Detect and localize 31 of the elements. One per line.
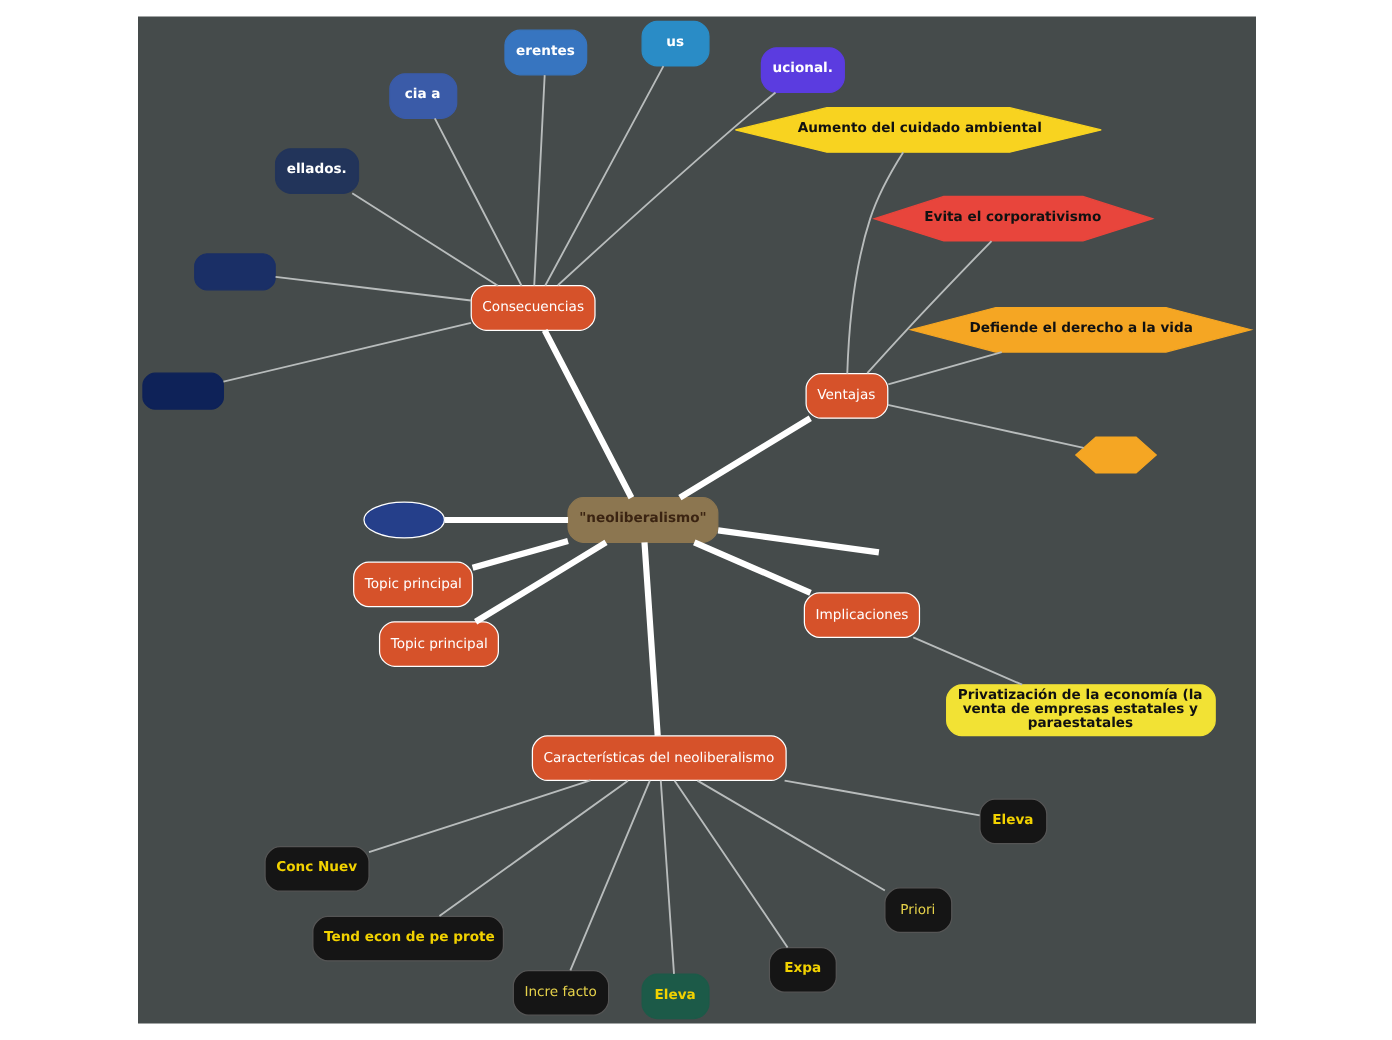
connector: [543, 65, 664, 287]
node-box: [141, 372, 223, 410]
connector: [886, 351, 1002, 386]
connector: [692, 539, 811, 596]
connector: [865, 240, 992, 375]
connector: [677, 415, 811, 501]
connector: [350, 192, 498, 287]
connector: [640, 542, 660, 736]
node-hexagon: [1073, 436, 1157, 474]
connector: [911, 636, 1023, 686]
connector: [437, 779, 628, 917]
connector: [443, 516, 568, 524]
node-ellipse: [362, 501, 445, 539]
connector: [555, 91, 776, 287]
connector: [885, 404, 1084, 449]
connector: [432, 117, 522, 287]
connector: [782, 779, 980, 817]
connector: [658, 779, 674, 975]
connector: [473, 539, 607, 625]
connector: [568, 779, 650, 972]
connector: [540, 328, 634, 500]
connector: [221, 321, 471, 383]
connector: [716, 527, 879, 556]
connector: [532, 74, 545, 287]
node-box: [193, 253, 275, 291]
connector: [470, 538, 568, 571]
connector: [672, 779, 788, 949]
connector: [367, 779, 591, 854]
connector: [695, 779, 885, 892]
connector: [845, 151, 904, 375]
connector: [273, 275, 471, 302]
